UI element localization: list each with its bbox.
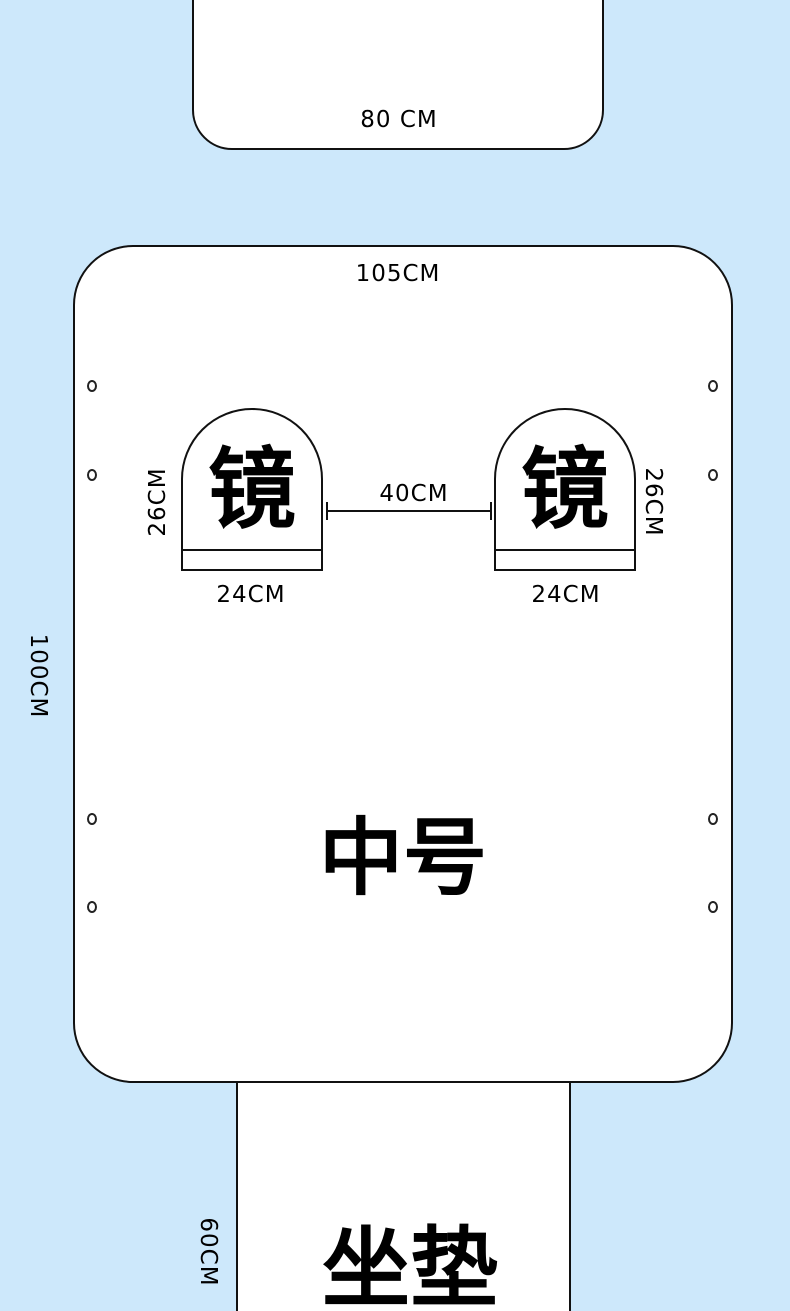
grommet-hole xyxy=(87,469,97,481)
grommet-hole xyxy=(87,813,97,825)
grommet-hole xyxy=(708,813,718,825)
top-panel xyxy=(192,0,604,150)
grommet-hole xyxy=(87,380,97,392)
mirror-gap-label: 40CM xyxy=(379,481,449,507)
top-panel-width-label: 80 CM xyxy=(360,107,438,133)
mirror-left-base xyxy=(183,549,321,569)
mirror-left-char: 镜 xyxy=(207,438,296,541)
grommet-hole xyxy=(87,901,97,913)
main-panel-height-label: 100CM xyxy=(25,633,51,719)
mirror-left-width-label: 24CM xyxy=(216,582,286,608)
mirror-right-base xyxy=(496,549,634,569)
seat-panel-height-label: 60CM xyxy=(195,1217,221,1287)
mirror-right-char: 镜 xyxy=(520,438,609,541)
main-panel xyxy=(73,245,733,1083)
mirror-right-height-label: 26CM xyxy=(640,467,666,537)
gap-dimension-line xyxy=(327,510,491,512)
mirror-left: 镜 xyxy=(181,408,323,571)
mirror-right-width-label: 24CM xyxy=(531,582,601,608)
seat-panel xyxy=(236,1081,571,1311)
gap-dimension-tick-right xyxy=(490,502,492,520)
grommet-hole xyxy=(708,901,718,913)
seat-panel-name: 坐垫 xyxy=(321,1217,499,1311)
size-name: 中号 xyxy=(318,809,488,907)
grommet-hole xyxy=(708,469,718,481)
mirror-right: 镜 xyxy=(494,408,636,571)
mirror-left-height-label: 26CM xyxy=(145,467,171,537)
main-panel-width-label: 105CM xyxy=(355,261,441,287)
grommet-hole xyxy=(708,380,718,392)
